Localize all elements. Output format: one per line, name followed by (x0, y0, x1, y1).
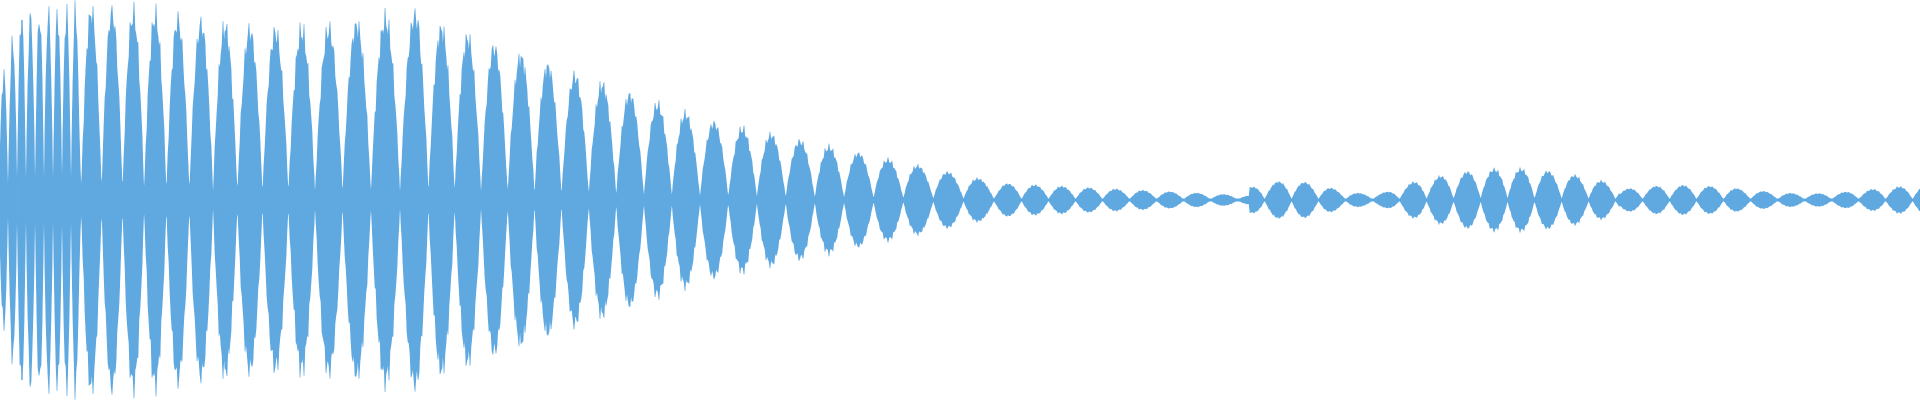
waveform-envelope (0, 0, 1920, 400)
audio-waveform-view[interactable] (0, 0, 1920, 400)
waveform-graphic (0, 0, 1920, 400)
